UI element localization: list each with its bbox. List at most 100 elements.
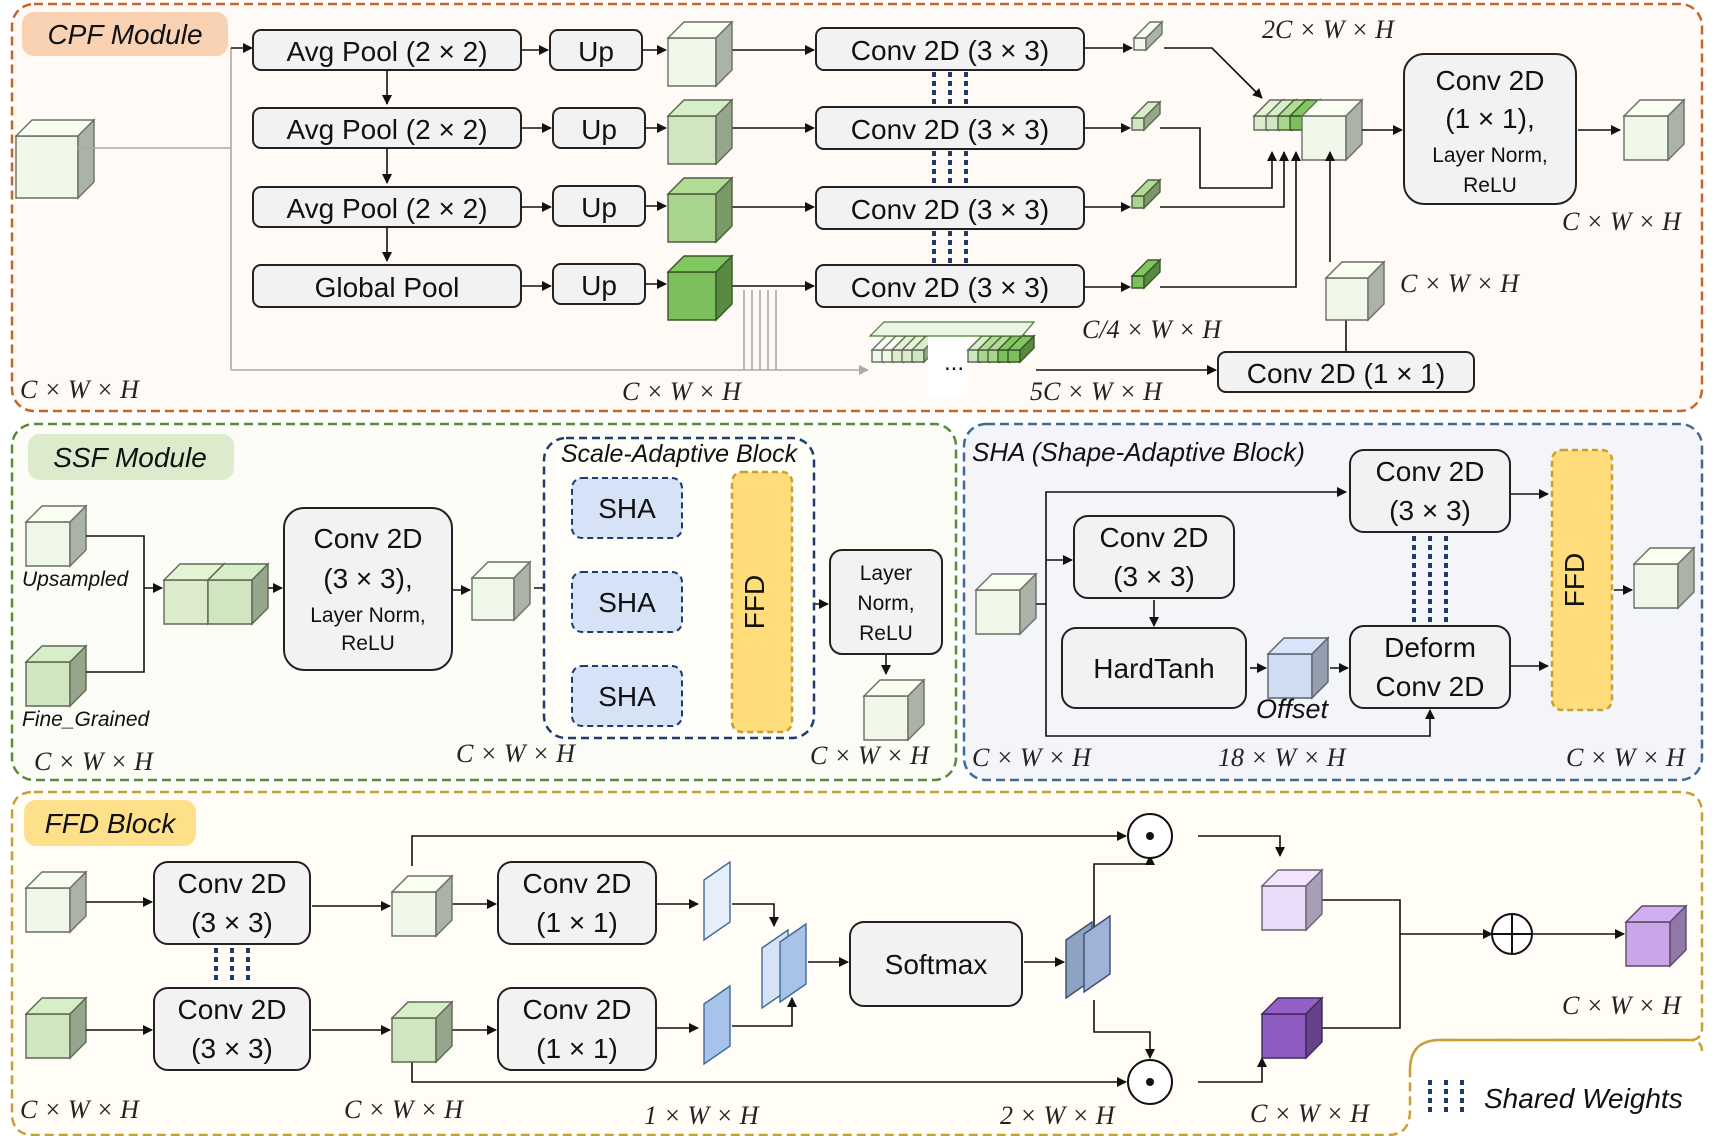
- sha-conv-mid-line: Conv 2D: [1100, 522, 1209, 553]
- ellipsis: ...: [944, 349, 964, 376]
- weighted-bot-cube: [1260, 996, 1324, 1060]
- ssf-mid-cube: [470, 560, 532, 622]
- cube-front-face: [1131, 195, 1145, 209]
- dim-label: C × W × H: [20, 1095, 140, 1124]
- legend-frame: [1408, 1038, 1704, 1071]
- ssf-ln-box: [829, 549, 943, 655]
- conv1x1-box: [1217, 351, 1475, 393]
- sab-title: Scale-Adaptive Block: [561, 440, 799, 468]
- dim-label: C × W × H: [810, 741, 930, 770]
- cube-side-face: [435, 874, 453, 938]
- cube-side-face: [1145, 20, 1163, 52]
- cpf-title: CPF Module: [47, 19, 202, 50]
- cube-front-face: [25, 661, 71, 707]
- cube-side-face: [1143, 178, 1161, 210]
- ssf-conv-box: [283, 507, 453, 671]
- thin-feature-cube: [1130, 178, 1162, 210]
- sha-conv-mid-line: (3 × 3): [1113, 561, 1195, 592]
- dim-label: C × W × H: [972, 743, 1092, 772]
- cube-side-face: [1667, 98, 1685, 162]
- sha-title: SHA (Shape-Adaptive Block): [972, 437, 1305, 467]
- up-cube: [666, 254, 734, 322]
- cube-front-face: [975, 589, 1021, 635]
- cube-side-face: [907, 678, 925, 742]
- sha-conv-top-line: (3 × 3): [1389, 495, 1471, 526]
- cube-side-face: [1143, 100, 1161, 132]
- dim-label: C/4 × W × H: [1082, 315, 1222, 344]
- up-label: Up: [581, 114, 617, 145]
- sha-conv-top-box: [1349, 449, 1511, 533]
- ssf-title: SSF Module: [53, 442, 207, 473]
- ssf-output-cube: [862, 678, 926, 742]
- ssf-title-tag: [28, 434, 234, 480]
- cube-side-face: [251, 562, 269, 626]
- multiply-icon: [1127, 1059, 1173, 1105]
- sha-label: SHA: [598, 493, 656, 524]
- upsampled-cube: [24, 504, 88, 568]
- cpf-output-box: [1403, 53, 1577, 205]
- cube-front-face: [1267, 653, 1313, 699]
- cube-front-face: [391, 1017, 437, 1063]
- cube-front-face: [1633, 563, 1679, 609]
- attention-plane: [703, 860, 731, 942]
- ln-line: ReLU: [859, 622, 913, 645]
- sha-box: [571, 665, 683, 727]
- dim-label: 2C × W × H: [1262, 15, 1395, 44]
- up-cube: [666, 20, 734, 88]
- sha-label: SHA: [598, 681, 656, 712]
- cube-front-face: [1131, 275, 1145, 289]
- concat-5c-stack: [868, 321, 1036, 396]
- dim-label: C × W × H: [1400, 269, 1520, 298]
- cube-front-face: [1325, 277, 1369, 321]
- cube-front-face: [667, 271, 717, 321]
- cube-side-face: [715, 20, 733, 88]
- conv3-label: Conv 2D (3 × 3): [851, 194, 1049, 225]
- cube-side-face: [1305, 996, 1323, 1060]
- avg-pool-label: Avg Pool (2 × 2): [286, 193, 487, 224]
- softmax-plane: [1083, 914, 1111, 994]
- offset-label: Offset: [1256, 694, 1330, 724]
- ssf-conv-line: Conv 2D: [314, 523, 423, 554]
- thin-feature-cube: [1130, 100, 1162, 132]
- ssf-concat-cube: [162, 562, 270, 626]
- ffd-input-top-cube: [24, 870, 88, 934]
- ffd-mid-top-cube: [390, 874, 454, 938]
- dim-label: C × W × H: [1250, 1099, 1370, 1128]
- ffd-input-bot-cube: [24, 996, 88, 1060]
- cube-side-face: [1677, 546, 1695, 610]
- sha-input-cube: [974, 572, 1038, 636]
- cube-side-face: [1019, 572, 1037, 636]
- upsampled-label: Upsampled: [22, 568, 130, 591]
- cube-front-face: [667, 193, 717, 243]
- conv3-box: [815, 186, 1085, 230]
- ffd-conv-line: (3 × 3): [191, 1033, 273, 1064]
- ffd-conv-line: (3 × 3): [191, 907, 273, 938]
- ffd-conv-line: Conv 2D: [178, 994, 287, 1025]
- cube-side-face: [715, 176, 733, 244]
- ffd-title: FFD Block: [45, 808, 178, 839]
- cpf-output-line: Layer Norm,: [1432, 144, 1548, 167]
- fine-grained-cube: [24, 644, 88, 708]
- ln-line: Layer: [860, 562, 913, 585]
- cube-front-face: [1007, 349, 1021, 363]
- cube-front-face: [163, 579, 209, 625]
- ffd-mid-bot-cube: [390, 1000, 454, 1064]
- up-label: Up: [578, 36, 614, 67]
- conv3-label: Conv 2D (3 × 3): [851, 272, 1049, 303]
- cube-front-face: [1261, 1013, 1307, 1059]
- cube-side-face: [1305, 868, 1323, 932]
- dim-label: 5C × W × H: [1030, 377, 1163, 406]
- cube-side-face: [1019, 334, 1035, 364]
- cube-front-face: [15, 135, 79, 199]
- cube-side-face: [715, 98, 733, 166]
- cube-side-face: [69, 870, 87, 934]
- cube-side-face: [69, 996, 87, 1060]
- weighted-top-cube: [1260, 868, 1324, 932]
- cube-side-face: [1311, 636, 1329, 700]
- cube-front-face: [863, 695, 909, 741]
- cube-front-face: [25, 887, 71, 933]
- offset-cube: [1266, 636, 1330, 700]
- dim-label: C × W × H: [1562, 207, 1682, 236]
- cube-front-face: [1301, 115, 1347, 161]
- dim-label: C × W × H: [1566, 743, 1686, 772]
